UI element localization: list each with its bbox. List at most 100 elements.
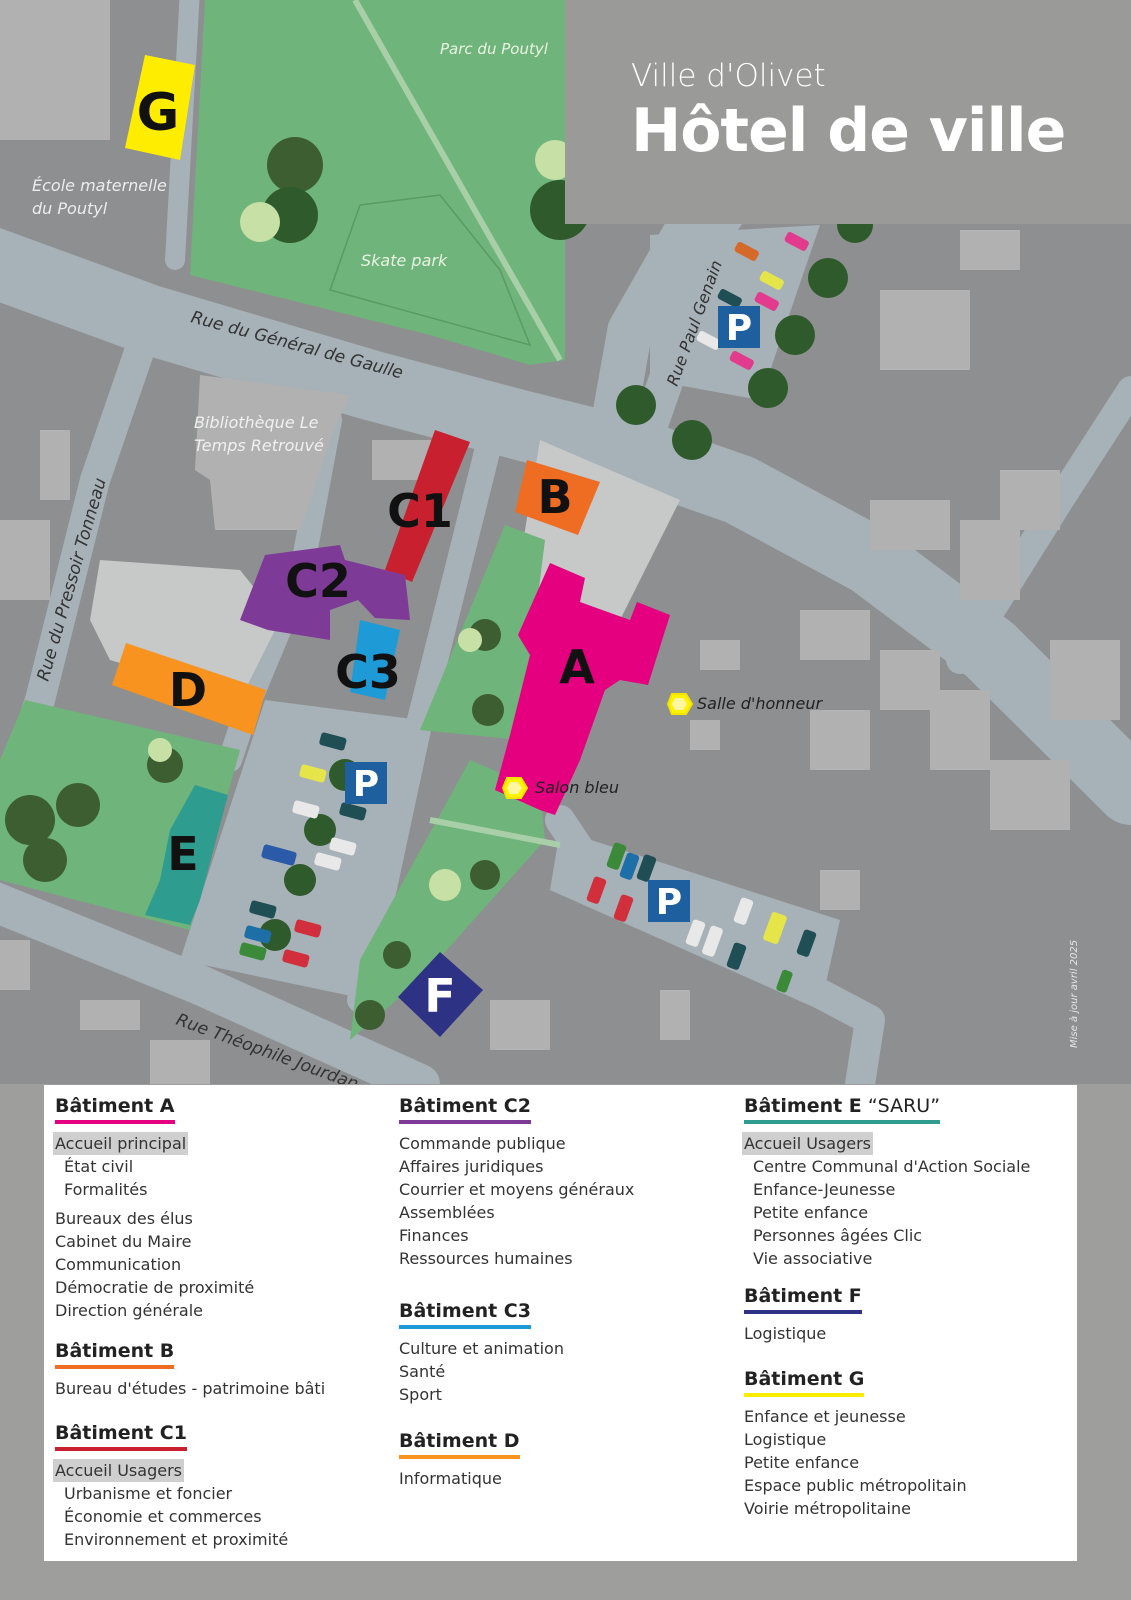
legend-batiment-C2: Bâtiment C2 Commande publique Affaires j… [399,1095,634,1270]
legend-batiment-C1: Bâtiment C1 Accueil Usagers Urbanisme et… [53,1422,289,1551]
legend-list-C2: Commande publique Affaires juridiques Co… [399,1132,634,1270]
legend-sub-item: Urbanisme et foncier [64,1484,233,1503]
legend-item: Démocratie de proximité [55,1278,255,1297]
building-G[interactable]: G [125,55,195,160]
legend-item: Sport [399,1385,442,1404]
green-path [429,817,561,848]
trees [5,137,873,1030]
poi-label-salle-honneur: Salle d'honneur [697,694,824,713]
legend-item: Courrier et moyens généraux [399,1180,635,1199]
legend-list-C3: Culture et animation Santé Sport [399,1337,564,1406]
legend-title-B: Bâtiment B [55,1340,175,1369]
building-label-F: F [424,969,455,1023]
legend-item: Santé [399,1362,446,1381]
legend-title-D: Bâtiment D [399,1430,520,1459]
legend-title-F: Bâtiment F [744,1285,862,1314]
building-label-D: D [169,663,207,717]
legend-sub-item: Enfance-Jeunesse [753,1180,896,1199]
building-C1[interactable]: C1 [385,430,470,582]
building-D[interactable]: D [112,643,266,735]
building-label-B: B [537,470,572,524]
label-bibliotheque-line2: Temps Retrouvé [194,436,324,455]
legend-title-E: Bâtiment E “SARU” [744,1095,941,1124]
legend-item: Commande publique [399,1134,566,1153]
legend-item: Assemblées [399,1203,495,1222]
building-C3[interactable]: C3 [335,620,401,700]
label-skate-park: Skate park [361,251,448,270]
legend-sub-item: Centre Communal d'Action Sociale [753,1157,1031,1176]
legend-sub-item: Vie associative [753,1249,873,1268]
legend-item: Ressources humaines [399,1249,573,1268]
parking-sign-north: P [718,306,760,349]
update-note: Mise à jour avril 2025 [1068,940,1080,1048]
legend-list-D: Informatique [399,1467,520,1490]
poi-salon-bleu[interactable]: Salon bleu [501,777,619,799]
svg-text:P: P [726,308,752,349]
building-label-E: E [167,827,198,881]
legend-title-A: Bâtiment A [55,1095,175,1124]
building-label-G: G [137,83,180,143]
legend-item: Cabinet du Maire [55,1232,192,1251]
legend-batiment-G: Bâtiment G Enfance et jeunesse Logistiqu… [744,1368,967,1520]
legend-item: Culture et animation [399,1339,564,1358]
parc-du-poutyl [190,0,565,365]
legend-sub-item: État civil [64,1157,134,1176]
legend-batiment-B: Bâtiment B Bureau d'études - patrimoine … [55,1340,325,1400]
legend-title-G: Bâtiment G [744,1368,865,1397]
building-label-C1: C1 [387,484,453,538]
parking-sign-south: P [648,880,690,923]
parked-cars [239,232,817,993]
legend-sub-item: Personnes âgées Clic [753,1226,923,1245]
legend-item: Bureau d'études - patrimoine bâti [55,1379,326,1398]
legend-batiment-F: Bâtiment F Logistique [744,1285,862,1345]
legend-list-G: Enfance et jeunesse Logistique Petite en… [744,1405,967,1520]
legend-title-C3: Bâtiment C3 [399,1300,531,1329]
poi-label-salon-bleu: Salon bleu [535,778,619,797]
legend-panel: Bâtiment A Accueil principal État civil … [44,1085,1077,1561]
legend-item: Espace public métropolitain [744,1476,967,1495]
building-A[interactable]: A [495,563,670,815]
legend-item: Logistique [744,1324,827,1343]
svg-text:P: P [656,882,682,923]
legend-item: Communication [55,1255,182,1274]
building-label-C3: C3 [335,645,401,699]
legend-accueil-E: Accueil Usagers [742,1132,873,1155]
page-title: Hôtel de ville [631,96,1066,166]
legend-accueil-A: Accueil principal [53,1132,189,1155]
label-parc-du-poutyl: Parc du Poutyl [440,40,549,58]
legend-item: Informatique [399,1469,502,1488]
label-ecole-line2: du Poutyl [32,199,108,218]
title-box: Ville d'Olivet Hôtel de ville [565,0,1131,224]
road-theophile-jourdan [0,882,440,1084]
title-city: Ville d'Olivet [631,58,826,94]
legend-item: Petite enfance [744,1453,860,1472]
legend-sub-item: Économie et commerces [64,1507,262,1526]
building-F[interactable]: F [398,952,483,1037]
legend-subtitle-E: “SARU” [861,1095,941,1117]
skate-park-outline [329,194,532,347]
building-label-A: A [559,640,595,694]
legend-sub-item: Environnement et proximité [64,1530,289,1549]
label-bibliotheque-line1: Bibliothèque Le [194,413,319,432]
legend-item: Direction générale [55,1301,204,1320]
legend-sub-item: Formalités [64,1180,148,1199]
legend-accueil-C1: Accueil Usagers [53,1459,184,1482]
poi-salle-honneur[interactable]: Salle d'honneur [666,693,824,715]
building-B[interactable]: B [515,460,600,535]
legend-list-E: Accueil Usagers Centre Communal d'Action… [742,1132,1031,1270]
legend-batiment-E: Bâtiment E “SARU” Accueil Usagers Centre… [742,1095,1031,1270]
legend-item: Logistique [744,1430,827,1449]
legend-list-A: Accueil principal État civil Formalités … [53,1132,255,1322]
legend-batiment-D: Bâtiment D Informatique [399,1430,520,1490]
building-C2[interactable]: C2 [240,545,410,640]
legend-list-F: Logistique [744,1322,862,1345]
legend-item: Finances [399,1226,469,1245]
park-path [352,0,563,362]
legend-title-C1: Bâtiment C1 [55,1422,187,1451]
svg-text:P: P [353,764,379,805]
legend-item: Affaires juridiques [399,1157,544,1176]
building-E[interactable]: E [145,785,228,925]
legend-item: Enfance et jeunesse [744,1407,906,1426]
legend-item: Voirie métropolitaine [744,1499,911,1518]
